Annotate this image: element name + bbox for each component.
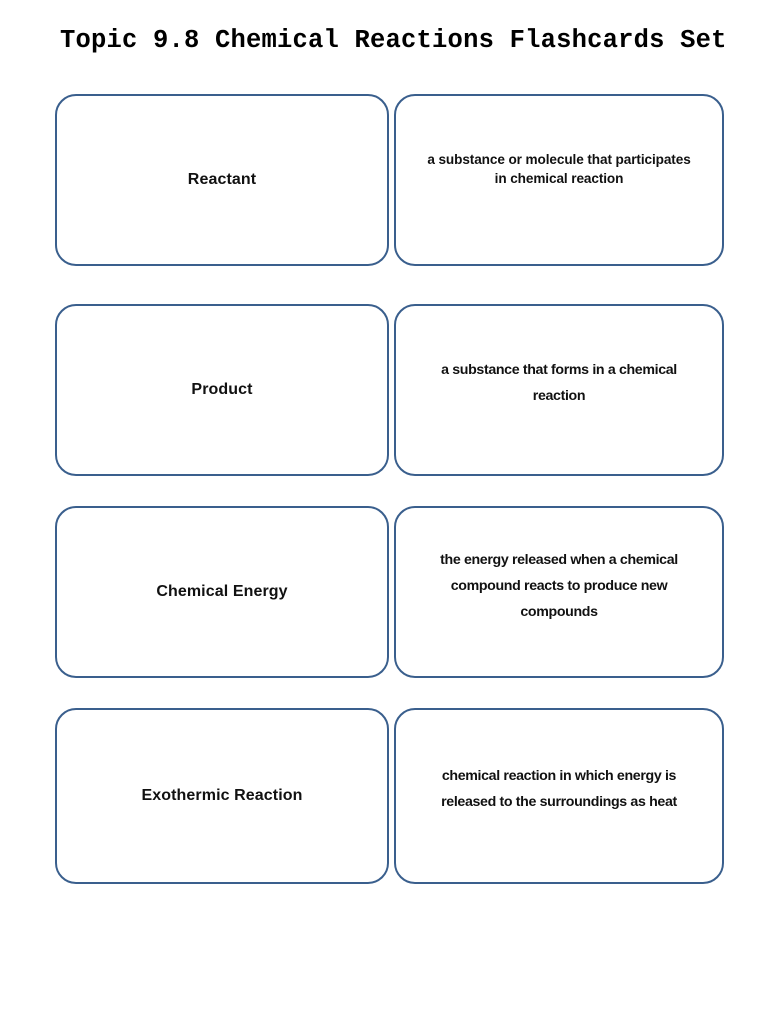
flashcard-row: Exothermic Reaction chemical reaction in… [0, 708, 768, 884]
flashcard-term-text: Reactant [187, 171, 257, 188]
page-title: Topic 9.8 Chemical Reactions Flashcards … [60, 26, 727, 55]
flashcard-definition-text: chemical reaction in which energy is rel… [441, 768, 677, 810]
flashcard-definition-text: a substance that forms in a chemical rea… [441, 362, 677, 404]
flashcard-definition-card[interactable]: the energy released when a chemical comp… [394, 506, 724, 678]
flashcard-definition-text: the energy released when a chemical comp… [440, 552, 678, 620]
flashcard-definition-text: a substance or molecule that participate… [427, 152, 691, 186]
flashcard-row: Chemical Energy the energy released when… [0, 506, 768, 678]
flashcard-row: Reactant a substance or molecule that pa… [0, 94, 768, 266]
flashcard-term-card[interactable]: Chemical Energy [55, 506, 389, 678]
flashcard-term-card[interactable]: Exothermic Reaction [55, 708, 389, 884]
flashcard-term-text: Chemical Energy [156, 583, 288, 600]
flashcard-definition-card[interactable]: a substance that forms in a chemical rea… [394, 304, 724, 476]
flashcard-definition-card[interactable]: a substance or molecule that participate… [394, 94, 724, 266]
flashcard-definition-card[interactable]: chemical reaction in which energy is rel… [394, 708, 724, 884]
flashcard-term-card[interactable]: Reactant [55, 94, 389, 266]
flashcard-term-card[interactable]: Product [55, 304, 389, 476]
flashcard-term-text: Exothermic Reaction [141, 787, 303, 804]
flashcard-row: Product a substance that forms in a chem… [0, 304, 768, 476]
flashcard-term-text: Product [191, 381, 253, 398]
